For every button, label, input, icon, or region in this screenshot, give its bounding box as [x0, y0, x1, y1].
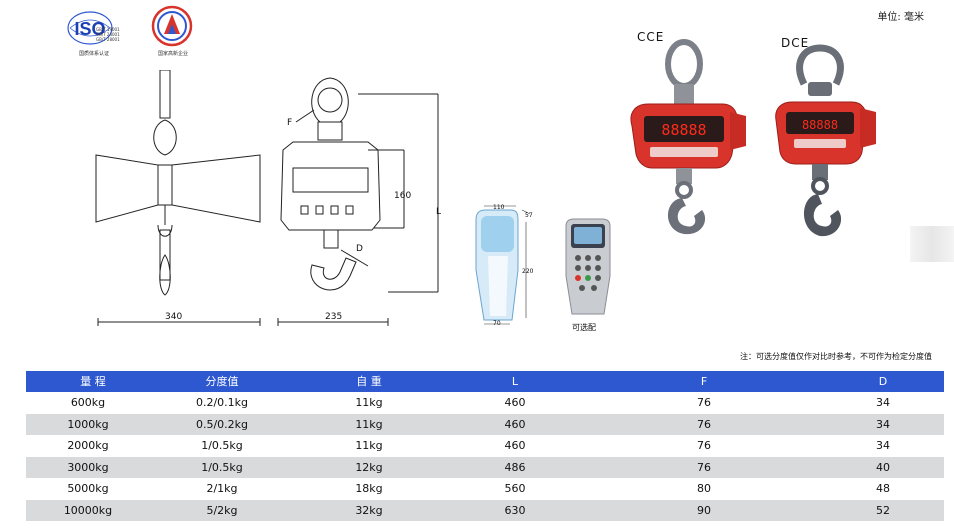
cell-division: 5/2kg	[150, 499, 294, 521]
cell-division: 0.5/0.2kg	[150, 413, 294, 435]
model-cce-label: CCE	[637, 30, 665, 44]
blurred-side-element	[910, 226, 954, 262]
iso-caption: 国质体系认证	[78, 51, 109, 57]
cell-weight: 18kg	[294, 477, 444, 500]
hitech-enterprise-logo	[151, 5, 193, 47]
remote-dim-57: 57	[525, 212, 533, 219]
remote-control-photo	[565, 218, 611, 315]
remote-optional-label: 可选配	[572, 323, 596, 332]
remote-dim-110: 110	[493, 204, 505, 211]
cell-F: 76	[586, 413, 822, 435]
cell-weight: 11kg	[294, 391, 444, 414]
cce-display-digits: 88888	[661, 121, 706, 139]
remote-control-drawing	[475, 205, 531, 325]
cell-D: 34	[822, 413, 944, 435]
dimension-D: D	[356, 244, 363, 254]
unit-label: 单位: 毫米	[877, 12, 924, 23]
remote-dim-220: 220	[522, 268, 534, 275]
cell-D: 52	[822, 499, 944, 521]
cell-division: 0.2/0.1kg	[150, 391, 294, 414]
header-weight: 自 重	[294, 371, 444, 392]
cell-F: 90	[586, 499, 822, 521]
cell-capacity: 2000kg	[26, 434, 150, 457]
specification-table: 量 程 分度值 自 重 L F D 600kg 0.2/0.1kg 11kg 4…	[26, 371, 944, 521]
cell-division: 2/1kg	[150, 477, 294, 500]
cell-D: 34	[822, 391, 944, 414]
cce-crane-scale-photo: 88888	[630, 39, 746, 235]
cell-L: 560	[444, 477, 586, 500]
dimension-340: 340	[165, 312, 183, 322]
cell-weight: 11kg	[294, 413, 444, 435]
dimension-235: 235	[325, 312, 343, 322]
hitech-caption: 国家高新企业	[157, 51, 188, 57]
dimension-F: F	[287, 118, 293, 128]
dimension-L: L	[436, 207, 442, 217]
cell-L: 460	[444, 434, 586, 457]
table-row: 10000kg 5/2kg 32kg 630 90 52	[26, 499, 944, 521]
iso-logo: ISO	[67, 11, 113, 45]
dce-display-digits: 88888	[802, 118, 838, 132]
cell-capacity: 5000kg	[26, 477, 150, 500]
crane-scale-technical-drawing	[95, 70, 439, 326]
cell-D: 40	[822, 456, 944, 478]
cell-L: 630	[444, 499, 586, 521]
cell-capacity: 10000kg	[26, 499, 150, 521]
dimension-160: 160	[394, 191, 412, 201]
cell-division: 1/0.5kg	[150, 434, 294, 457]
cell-F: 80	[586, 477, 822, 500]
cell-D: 34	[822, 434, 944, 457]
table-row: 3000kg 1/0.5kg 12kg 486 76 40	[26, 456, 944, 478]
cell-F: 76	[586, 434, 822, 457]
cell-division: 1/0.5kg	[150, 456, 294, 478]
cell-weight: 11kg	[294, 434, 444, 457]
cell-capacity: 1000kg	[26, 413, 150, 435]
table-row: 2000kg 1/0.5kg 11kg 460 76 34	[26, 434, 944, 457]
header-L: L	[444, 371, 586, 392]
header-division: 分度值	[150, 371, 294, 392]
table-row: 5000kg 2/1kg 18kg 560 80 48	[26, 477, 944, 500]
header-capacity: 量 程	[26, 371, 150, 392]
cell-weight: 12kg	[294, 456, 444, 478]
cell-F: 76	[586, 391, 822, 414]
dce-crane-scale-photo: 88888	[775, 44, 876, 237]
cell-D: 48	[822, 477, 944, 500]
remote-dim-70: 70	[493, 320, 501, 327]
cell-L: 460	[444, 391, 586, 414]
table-header-row: 量 程 分度值 自 重 L F D	[26, 371, 944, 392]
cell-weight: 32kg	[294, 499, 444, 521]
iso-standards: GB/T 19001 GB/T 24001 GB/T 28001	[96, 27, 120, 42]
cell-L: 486	[444, 456, 586, 478]
division-note: 注：可选分度值仅作对比时参考，不可作为检定分度值	[740, 352, 932, 361]
cell-F: 76	[586, 456, 822, 478]
table-row: 600kg 0.2/0.1kg 11kg 460 76 34	[26, 391, 944, 414]
iso-logo-text: ISO	[74, 19, 105, 39]
cell-capacity: 3000kg	[26, 456, 150, 478]
header-D: D	[822, 371, 944, 392]
table-row: 1000kg 0.5/0.2kg 11kg 460 76 34	[26, 413, 944, 435]
cell-L: 460	[444, 413, 586, 435]
cell-capacity: 600kg	[26, 391, 150, 414]
model-dce-label: DCE	[781, 36, 810, 50]
header-F: F	[586, 371, 822, 392]
